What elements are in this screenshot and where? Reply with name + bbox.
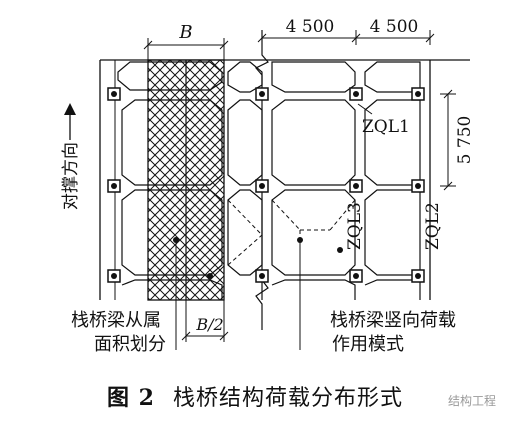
column-nodes xyxy=(107,87,425,283)
dimension-b-label: B xyxy=(178,22,192,43)
dimension-half-b-label: B/2 xyxy=(195,315,223,334)
zql2-label: ZQL2 xyxy=(423,202,443,250)
dimension-height-label: 5 750 xyxy=(455,116,475,165)
zql1-label: ZQL1 xyxy=(362,117,410,137)
panel-r2c3 xyxy=(364,189,421,276)
dimension-half-b xyxy=(181,300,229,342)
break-line-bottom xyxy=(255,279,269,330)
figure-number: 图 2 xyxy=(107,385,155,411)
panel-r1c3 xyxy=(364,99,421,186)
panel-r2c2 xyxy=(271,189,356,276)
watermark: 结构工程 xyxy=(447,394,496,408)
zql3-label: ZQL3 xyxy=(345,202,365,250)
figure-title: 栈桥结构荷载分布形式 xyxy=(172,386,403,411)
vertical-load-label-line1: 栈桥梁竖向荷载 xyxy=(330,310,456,331)
dimension-span-2-label: 4 500 xyxy=(370,17,419,37)
bracing-direction-arrow xyxy=(64,103,76,140)
panel-r2c1b xyxy=(227,189,263,276)
load-pattern-diagonals xyxy=(227,199,356,266)
dimension-height xyxy=(440,89,456,191)
panel-r0c2 xyxy=(271,61,356,93)
figure-caption: 图 2 栈桥结构荷载分布形式 xyxy=(0,380,510,412)
panel-r1c2 xyxy=(271,99,356,186)
vertical-load-label-line2: 作用模式 xyxy=(332,334,404,355)
trestle-load-distribution-diagram: B 4 500 4 500 5 750 ZQL1 ZQL3 ZQL2 对撑方向 … xyxy=(61,17,475,355)
dimension-b xyxy=(143,38,229,60)
panel-r1c1b xyxy=(227,99,263,186)
dimension-spans xyxy=(257,30,435,45)
bracing-direction-label: 对撑方向 xyxy=(61,142,81,210)
tributary-area-label-line1: 栈桥梁从属 xyxy=(71,310,161,331)
dimension-span-1-label: 4 500 xyxy=(286,17,335,37)
break-line-top xyxy=(255,30,269,300)
tributary-area-label-line2: 面积划分 xyxy=(94,334,166,355)
